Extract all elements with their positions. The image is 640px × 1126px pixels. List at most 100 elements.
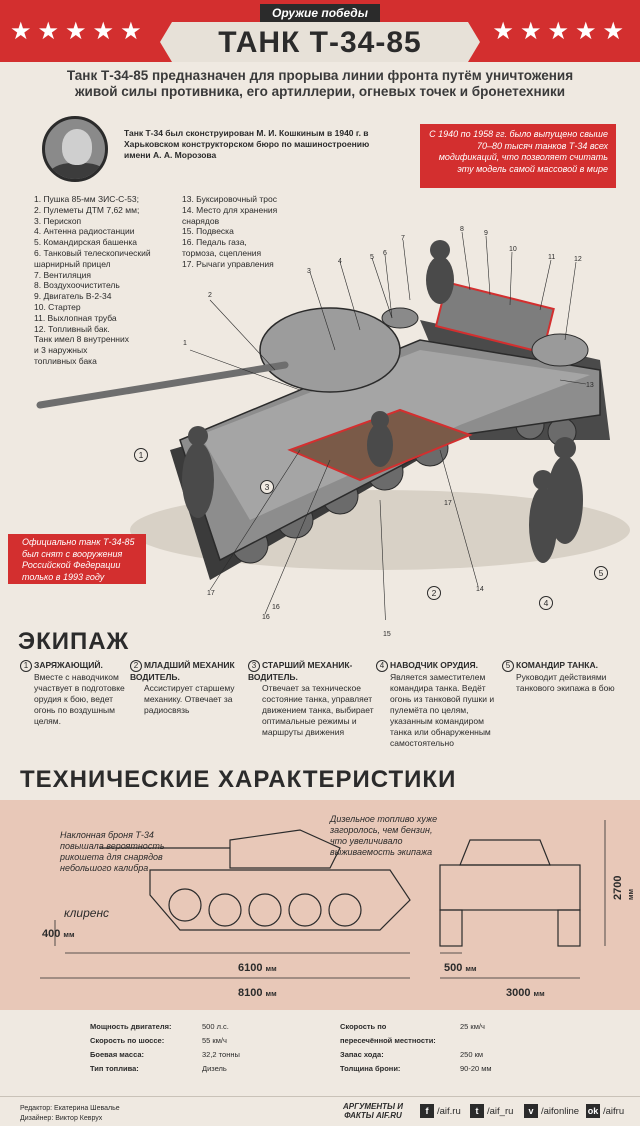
social-facebook[interactable]: f/aif.ru xyxy=(420,1104,461,1118)
crew-figure-head xyxy=(533,470,553,490)
callout-16-b: 16 xyxy=(272,604,280,611)
stat-row: Тип топлива: Дизель xyxy=(90,1062,280,1076)
stat-row: Запас хода:250 км xyxy=(340,1048,540,1062)
part-item: 8. Воздухоочиститель xyxy=(34,280,120,291)
crew-description: Отвечает за техническое состояние танка,… xyxy=(262,683,374,737)
stars-right: ★★★★★ xyxy=(492,18,630,45)
decommission-note: Официально танк Т-34-85 был снят с воору… xyxy=(8,534,146,584)
crew-marker-2: 2 xyxy=(427,586,441,600)
social-label: /aifonline xyxy=(541,1105,580,1117)
callout-4: 4 xyxy=(338,258,342,265)
callout-15: 15 xyxy=(383,631,391,638)
crew-number: 3 xyxy=(248,660,260,672)
part-item: 3. Перископ xyxy=(34,215,82,226)
total-length-unit: мм xyxy=(265,989,277,998)
odnoklassniki-icon: ok xyxy=(586,1104,600,1118)
total-length-dimension: 8100 мм xyxy=(238,987,277,999)
callout-7: 7 xyxy=(401,235,405,242)
designer-portrait xyxy=(42,116,108,182)
crew-figures xyxy=(182,240,583,563)
portrait-shoulders xyxy=(49,163,105,179)
portrait-head xyxy=(62,129,92,165)
part-item: 6. Танковый телескопический шарнирный пр… xyxy=(34,247,151,269)
part-item: 17. Рычаги управления xyxy=(182,258,274,269)
twitter-icon: t xyxy=(470,1104,484,1118)
ribbon-notch-left xyxy=(160,22,172,62)
front-track-right xyxy=(557,909,581,947)
width-dimension: 3000 мм xyxy=(506,987,545,999)
stat-label: Мощность двигателя: xyxy=(90,1022,172,1031)
crew-number: 4 xyxy=(376,660,388,672)
height-dimension: 2700 мм xyxy=(612,872,636,900)
crew-number: 2 xyxy=(130,660,142,672)
height-value: 2700 xyxy=(612,875,624,900)
part-item: 13. Буксировочный трос xyxy=(182,194,277,204)
track-width-unit: мм xyxy=(465,964,477,973)
stats-left: Мощность двигателя:500 л.с.Скорость по ш… xyxy=(90,1020,280,1076)
commander-cupola xyxy=(381,307,419,329)
tank-gun xyxy=(36,361,289,409)
crew-role: СТАРШИЙ МЕХАНИК-ВОДИТЕЛЬ. xyxy=(248,660,353,682)
stat-value: 32,2 тонны xyxy=(202,1050,240,1059)
blueprint-drawing xyxy=(40,820,606,979)
crew-figure-head xyxy=(188,426,208,446)
hull-length-value: 6100 xyxy=(238,962,263,974)
callout-17: 17 xyxy=(207,590,215,597)
side-hull xyxy=(149,869,411,931)
part-item: 11. Выхлопная труба xyxy=(34,312,117,323)
social-odnoklassniki[interactable]: ok/aifru xyxy=(586,1104,624,1118)
crew-figure xyxy=(182,442,214,518)
stat-label: Боевая масса: xyxy=(90,1050,145,1059)
stat-row: Скорость по пересечённой местности:25 км… xyxy=(340,1020,540,1048)
stat-row: Мощность двигателя:500 л.с. xyxy=(90,1020,280,1034)
crew-description: Является заместителем командира танка. В… xyxy=(390,672,495,748)
crew-description: Ассистирует старшему механику. Отвечает … xyxy=(144,683,235,715)
side-wheel xyxy=(328,893,362,927)
footer-divider xyxy=(0,1096,640,1097)
crew-role: МЛАДШИЙ МЕХАНИК ВОДИТЕЛЬ. xyxy=(130,660,235,682)
callout-3: 3 xyxy=(307,268,311,275)
tank-turret xyxy=(259,307,401,393)
callout-9: 9 xyxy=(484,230,488,237)
social-vk[interactable]: v/aifonline xyxy=(524,1104,579,1118)
front-view xyxy=(439,839,581,947)
social-label: /aifru xyxy=(603,1105,625,1117)
crew-marker-3: 3 xyxy=(260,480,274,494)
callout-17-b: 17 xyxy=(444,500,452,507)
crew-role: КОМАНДИР ТАНКА. xyxy=(516,660,598,670)
side-wheel xyxy=(168,888,202,922)
side-wheel xyxy=(208,893,242,927)
aif-logo: АРГУМЕНТЫ И ФАКТЫ AIF.RU xyxy=(342,1102,404,1120)
callout-12: 12 xyxy=(574,256,582,263)
callout-16: 16 xyxy=(262,614,270,621)
part-item: 7. Вентиляция xyxy=(34,269,91,280)
stat-row: Толщина брони:90-20 мм xyxy=(340,1062,540,1076)
hull-length-dimension: 6100 мм xyxy=(238,962,277,974)
part-item: 1. Пушка 85-мм ЗИС-С-53; xyxy=(34,194,139,204)
part-item: 9. Двигатель В-2-34 xyxy=(34,291,112,302)
part-item: 15. Подвеска xyxy=(182,226,234,237)
page-title: ТАНК Т-34-85 xyxy=(218,26,422,59)
callout-13: 13 xyxy=(586,382,594,389)
total-length-value: 8100 xyxy=(238,987,263,999)
stat-row: Скорость по шоссе:55 км/ч xyxy=(90,1034,280,1048)
track-width-value: 500 xyxy=(444,962,463,974)
side-view xyxy=(100,829,411,931)
stat-value: Дизель xyxy=(202,1064,227,1073)
social-twitter[interactable]: t/aif_ru xyxy=(470,1104,513,1118)
crew-figure-head xyxy=(371,411,389,429)
hull-length-unit: мм xyxy=(265,964,277,973)
social-label: /aif_ru xyxy=(487,1105,514,1117)
callout-10: 10 xyxy=(509,246,517,253)
stat-value: 25 км/ч xyxy=(460,1022,485,1031)
callout-5: 5 xyxy=(370,254,374,261)
stat-label: Тип топлива: xyxy=(90,1064,139,1073)
clearance-dimension: 400 мм xyxy=(42,928,75,940)
stat-label: Скорость по шоссе: xyxy=(90,1036,165,1045)
clearance-label: клиренс xyxy=(64,906,110,920)
crew-figure xyxy=(529,487,557,563)
